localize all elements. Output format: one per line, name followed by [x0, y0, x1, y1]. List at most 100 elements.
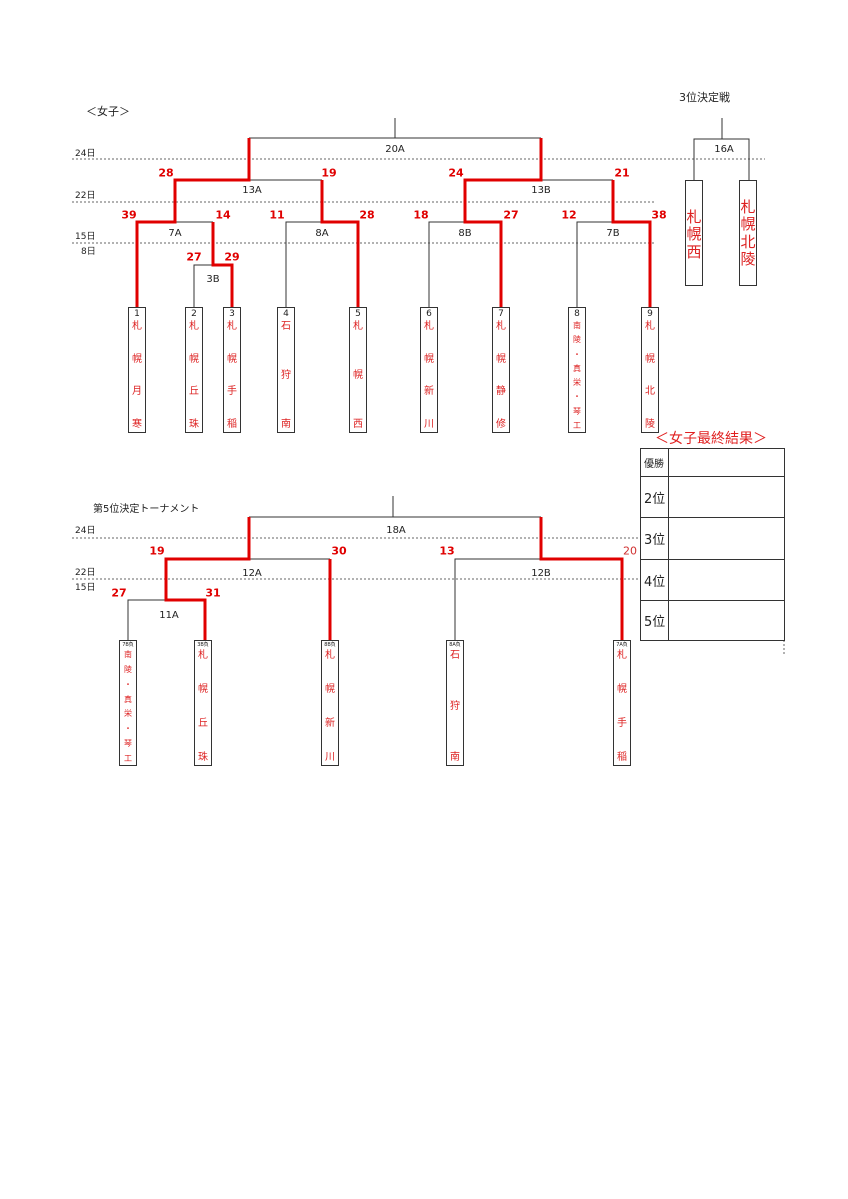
results-table: 優勝 2位 3位 4位 5位	[640, 448, 785, 641]
score: 28	[158, 166, 174, 180]
match-label: 7A	[168, 228, 182, 239]
score: 12	[561, 208, 577, 222]
date-label: 15日	[75, 583, 96, 593]
team-box: 5 札幌西	[349, 307, 367, 433]
match-label: 16A	[714, 144, 734, 155]
team-number: 5	[355, 309, 361, 319]
team-number: 3	[229, 309, 235, 319]
team-box: 8B負札幌新川	[321, 640, 339, 766]
date-label: 24日	[75, 526, 96, 536]
team-source: 7A負	[616, 642, 628, 648]
date-label: 8日	[81, 247, 96, 257]
team-box: 7A負札幌手稲	[613, 640, 631, 766]
rank-team	[668, 600, 785, 641]
date-label: 24日	[75, 149, 96, 159]
rank-label: 2位	[640, 476, 669, 518]
score: 18	[413, 208, 429, 222]
team-name: 南陵・真栄・琴工	[124, 650, 132, 763]
score: 31	[205, 586, 221, 600]
score: 13	[439, 544, 455, 558]
team-box: 4 石狩南	[277, 307, 295, 433]
team-number: 2	[191, 309, 197, 319]
match-label: 11A	[159, 610, 179, 621]
team-name: 札幌新川	[424, 321, 434, 430]
score: 27	[503, 208, 519, 222]
team-number: 9	[647, 309, 653, 319]
team-box: 2 札幌丘珠	[185, 307, 203, 433]
team-box: 8A負石狩南	[446, 640, 464, 766]
team-box: 3B負札幌丘珠	[194, 640, 212, 766]
score: 38	[651, 208, 667, 222]
score: 27	[111, 586, 127, 600]
team-name: 札幌手稲	[617, 650, 627, 763]
match-label: 8A	[315, 228, 329, 239]
team-name: 札幌丘珠	[189, 321, 199, 430]
team-name: 札幌北陵	[740, 198, 756, 268]
match-label: 20A	[385, 144, 405, 155]
team-name: 札幌静修	[496, 321, 506, 430]
team-name: 札幌手稲	[227, 321, 237, 430]
results-row: 3位	[640, 517, 785, 560]
rank-label: 4位	[640, 559, 669, 601]
team-source: 7B負	[122, 642, 134, 648]
team-name: 札幌西	[686, 208, 702, 261]
team-source: 8A負	[449, 642, 461, 648]
score: 14	[215, 208, 231, 222]
results-row: 優勝	[640, 448, 785, 477]
match-label: 13A	[242, 185, 262, 196]
rank-label: 3位	[640, 517, 669, 560]
score: 21	[614, 166, 630, 180]
team-name: 札幌西	[353, 321, 363, 430]
team-name: 石狩南	[450, 650, 460, 763]
team-number: 8	[574, 309, 580, 319]
score: 19	[149, 544, 165, 558]
bracket-lines-black	[127, 118, 750, 640]
team-number: 7	[498, 309, 504, 319]
score: 28	[359, 208, 375, 222]
score: 20	[623, 544, 637, 558]
rank-team	[668, 559, 785, 601]
team-source: 8B負	[324, 642, 336, 648]
results-row: 4位	[640, 559, 785, 601]
team-box: 3 札幌手稲	[223, 307, 241, 433]
score: 39	[121, 208, 137, 222]
bracket-lines-winner	[135, 138, 652, 640]
results-row: 2位	[640, 476, 785, 518]
match-label: 18A	[386, 525, 406, 536]
team-box: 7B負南陵・真栄・琴工	[119, 640, 137, 766]
match-label: 8B	[458, 228, 472, 239]
team-name: 南陵・真栄・琴工	[573, 321, 581, 430]
rank-label: 優勝	[640, 448, 669, 477]
match-label: 7B	[606, 228, 620, 239]
match-label: 3B	[206, 274, 220, 285]
team-number: 1	[134, 309, 140, 319]
score: 24	[448, 166, 464, 180]
team-number: 4	[283, 309, 289, 319]
team-box: 8 南陵・真栄・琴工	[568, 307, 586, 433]
rank-team	[668, 476, 785, 518]
team-name: 札幌月寒	[132, 321, 142, 430]
section-title: ＜女子＞	[86, 105, 130, 118]
score: 29	[224, 250, 240, 264]
team-name: 札幌北陵	[645, 321, 655, 430]
date-dividers	[72, 158, 785, 655]
date-label: 22日	[75, 191, 96, 201]
match-label: 12B	[531, 568, 551, 579]
team-box: 9 札幌北陵	[641, 307, 659, 433]
team-source: 3B負	[197, 642, 209, 648]
rank-label: 5位	[640, 600, 669, 641]
team-name: 石狩南	[281, 321, 291, 430]
score: 11	[269, 208, 285, 222]
team-box: 7 札幌静修	[492, 307, 510, 433]
date-label: 22日	[75, 568, 96, 578]
rank-team	[668, 517, 785, 560]
match-label: 12A	[242, 568, 262, 579]
match-label: 13B	[531, 185, 551, 196]
third-place-title: 3位決定戦	[679, 91, 730, 104]
score: 30	[331, 544, 347, 558]
score: 19	[321, 166, 337, 180]
fifth-place-title: 第5位決定トーナメント	[93, 504, 200, 515]
date-label: 15日	[75, 232, 96, 242]
